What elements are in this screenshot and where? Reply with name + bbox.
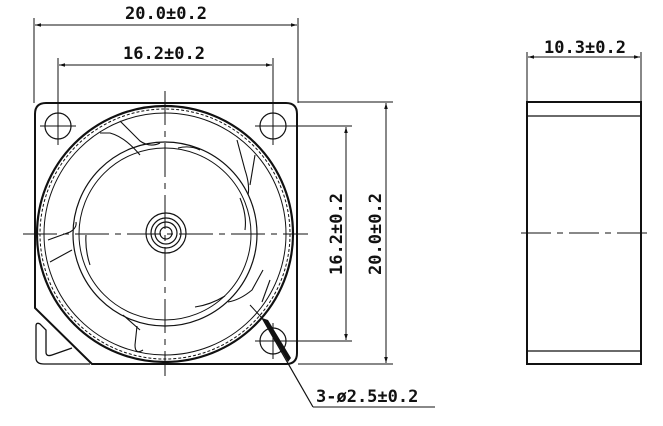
centerlines	[23, 91, 308, 376]
side-view	[521, 52, 652, 365]
fan-frame	[34, 102, 298, 365]
front-view	[23, 91, 308, 376]
front-dimensions	[33, 18, 435, 408]
dim-hole-callout: 3-ø2.5±0.2	[316, 387, 418, 407]
dim-hole-spacing-horizontal: 16.2±0.2	[123, 44, 205, 64]
dim-thickness: 10.3±0.2	[544, 38, 626, 58]
mounting-holes	[40, 108, 291, 359]
dim-width-20: 20.0±0.2	[125, 4, 207, 24]
hub	[145, 212, 187, 254]
dim-height-20: 20.0±0.2	[366, 193, 386, 275]
dim-hole-spacing-vertical: 16.2±0.2	[327, 193, 347, 275]
frame-tab	[35, 322, 90, 365]
fan-blades	[47, 120, 271, 353]
